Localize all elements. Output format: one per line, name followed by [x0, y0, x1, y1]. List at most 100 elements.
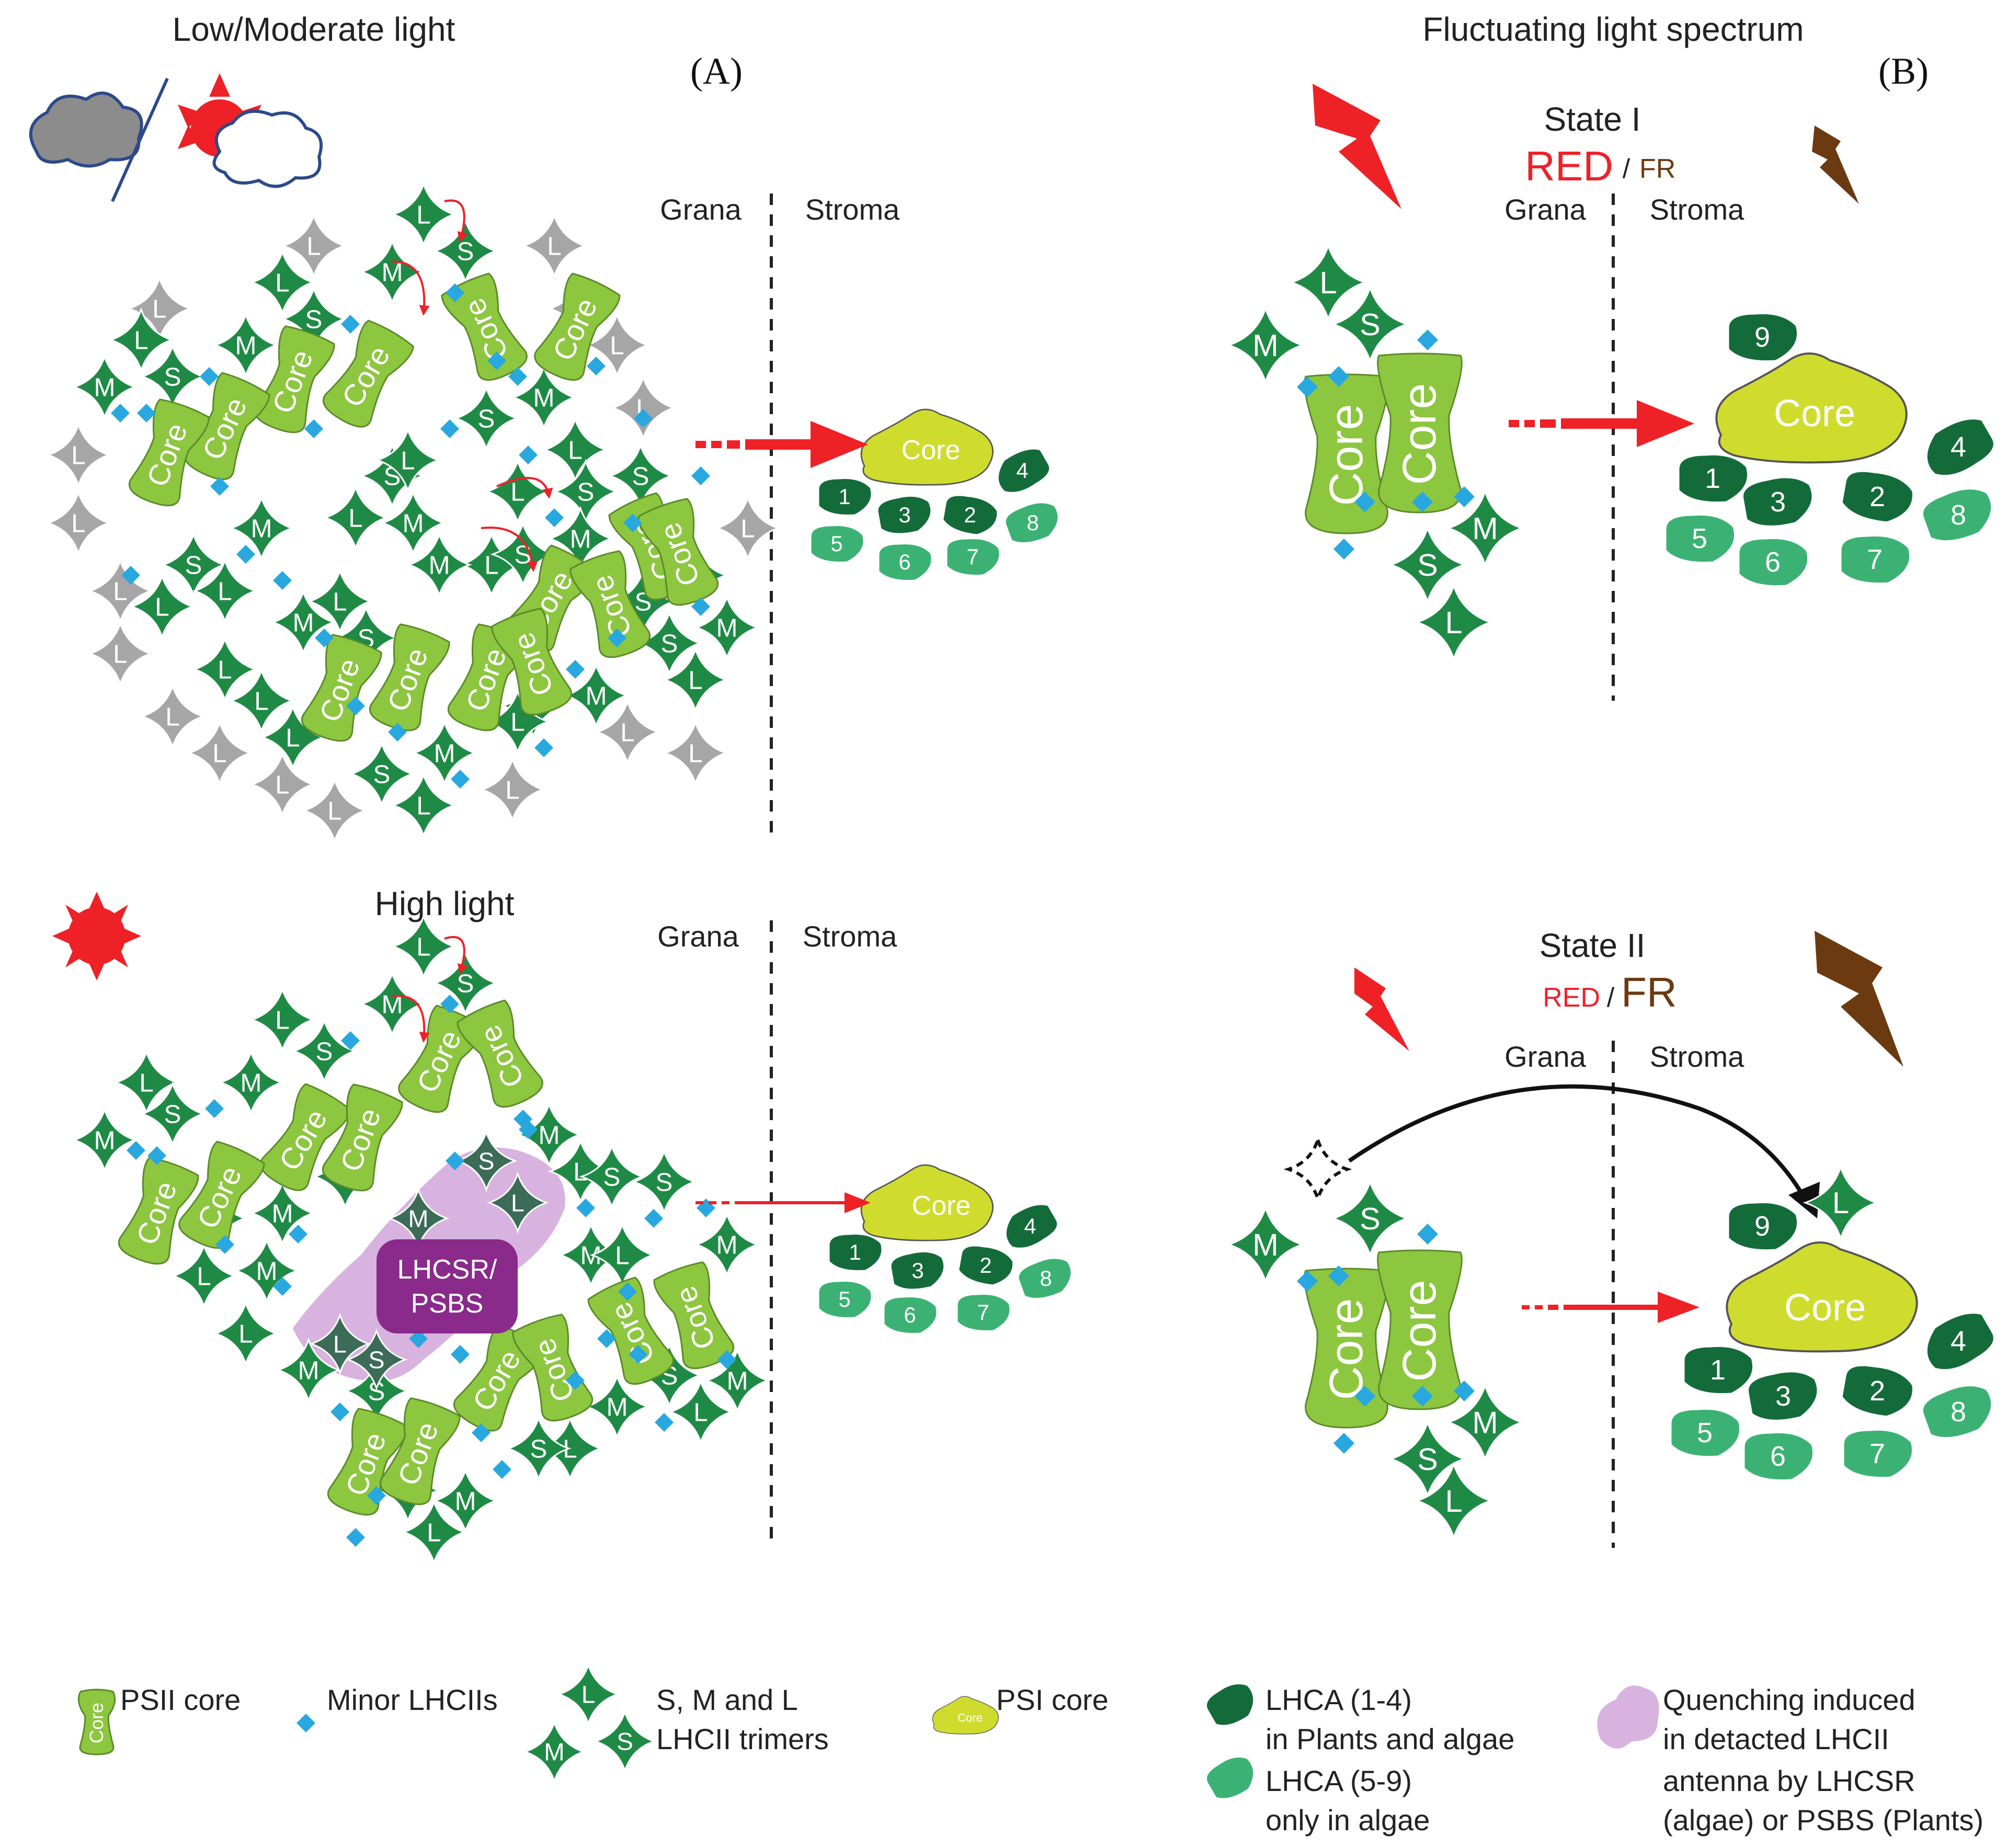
trimer-label: L: [693, 1398, 708, 1427]
trimer-label: S: [478, 404, 495, 433]
minor-lhcii: [346, 697, 365, 715]
lhca-number: 4: [1016, 458, 1028, 483]
trimer-label: L: [1445, 605, 1462, 640]
minor-lhcii: [289, 1225, 307, 1244]
lhcii-trimer-L: L: [1289, 243, 1367, 322]
psi-core-label: Core: [902, 435, 961, 465]
lhcii-trimer-L: L: [309, 1313, 371, 1375]
lhcii-trimer-L: L: [556, 1662, 620, 1726]
lhca-1: 1: [817, 477, 873, 516]
trimer-label: M: [381, 990, 403, 1019]
trimer-label: L: [113, 640, 127, 668]
minor-lhcii: [440, 995, 459, 1013]
lhca-: [1205, 1683, 1255, 1727]
lhcii-trimer-M: M: [563, 663, 629, 728]
minor-lhcii: [1454, 486, 1475, 507]
lhcii-trimer-S: S: [161, 532, 226, 598]
lhcii-trimer-L: L: [213, 1301, 279, 1366]
trimer-label: L: [1445, 1484, 1462, 1519]
lhcii-trimer-M: M: [276, 1337, 341, 1403]
cloud-icon: [29, 92, 143, 168]
lhca-7: 7: [956, 1293, 1011, 1332]
migration-arrow: [1348, 1084, 1806, 1199]
lightning-brown-large-icon: [1815, 931, 1903, 1067]
transfer-arrow: [481, 527, 538, 572]
state-1-slash: /: [1623, 154, 1630, 184]
lhca-number: 8: [1040, 1266, 1052, 1291]
trimer-label: L: [740, 514, 755, 543]
lhca-2: 2: [1841, 1364, 1914, 1418]
minor-lhcii: [691, 466, 710, 485]
trimer-label: S: [1417, 547, 1438, 583]
minor-lhcii: [341, 1031, 360, 1050]
lhcii-trimer-S: S: [453, 385, 519, 451]
lhcii-trimer-L: L: [249, 987, 315, 1053]
psii-core: Core: [77, 1689, 116, 1755]
trimer-label: L: [275, 1006, 289, 1034]
lhca-number: 7: [977, 1300, 989, 1325]
trimer-label: L: [416, 791, 430, 820]
legend-psi-core: PSI core: [996, 1683, 1109, 1716]
energy-arrow-a1: [695, 421, 868, 468]
trimer-label: L: [688, 739, 702, 768]
trimer-label: L: [511, 1189, 524, 1216]
legend-quench-1: Quenching induced: [1663, 1683, 1915, 1716]
lhca-3: 3: [876, 495, 932, 535]
trimer-label: M: [428, 551, 450, 579]
minor-lhcii: [273, 571, 292, 590]
stroma-label-a1: Stroma: [805, 193, 900, 226]
lightning-red-large-icon: [1313, 84, 1401, 209]
minor-lhcii: [597, 1329, 616, 1348]
trimer-label: L: [327, 796, 341, 825]
minor-lhcii: [576, 1199, 595, 1217]
transfer-arrow: [444, 936, 468, 975]
trimer-label: L: [348, 504, 362, 532]
lhcii-trimer-M: M: [694, 1212, 760, 1277]
lhcii-trimer-S: S: [1388, 526, 1467, 604]
lhca-9: 9: [1727, 312, 1799, 362]
minor-lhcii: [566, 1371, 585, 1390]
lhca-number: 3: [898, 503, 910, 527]
legend-lhca59-1: LHCA (5-9): [1265, 1764, 1412, 1797]
lhcii-trimer-M: M: [270, 589, 336, 655]
trimer-label: M: [235, 331, 256, 360]
lhcii-trimer-L: L: [485, 689, 551, 755]
trimer-label: M: [94, 373, 115, 402]
lhcii-trimer-L: L: [129, 574, 195, 640]
lhcii-trimer-S: S: [1331, 1179, 1409, 1258]
minor-lhcii: [451, 1345, 470, 1364]
grana-label-a1: Grana: [660, 193, 742, 226]
trimer-label: S: [656, 1168, 673, 1196]
minor-lhcii: [655, 1413, 674, 1432]
lhcii-trimer-L: L: [401, 1499, 467, 1565]
minor-lhcii: [446, 283, 464, 302]
minor-lhcii: [1417, 1224, 1438, 1245]
lhca-number: 5: [838, 1287, 850, 1311]
psi-core-b1: [1715, 352, 1908, 464]
trimer-label: S: [164, 1100, 181, 1128]
minor-lhcii: [545, 508, 564, 527]
lhcii-trimer-M: M: [412, 720, 477, 786]
trimer-label: L: [505, 775, 519, 804]
lhcii-trimer-L: L: [663, 720, 728, 786]
legend-lhca14-1: LHCA (1-4): [1265, 1683, 1412, 1716]
minor-lhcii: [137, 404, 156, 423]
minor-lhcii: [508, 367, 527, 386]
lhca-number: 8: [1951, 1396, 1966, 1428]
trimer-label: S: [373, 760, 391, 789]
lhcii-trimer-L: L: [108, 307, 174, 373]
stroma-label-a2: Stroma: [803, 920, 897, 953]
lhcii-trimer-L: L: [281, 213, 347, 279]
lhca-number: 5: [1697, 1417, 1713, 1448]
lhca-6: 6: [877, 543, 933, 581]
lhca-number: 5: [830, 531, 842, 556]
minor-lhcii: [1354, 492, 1375, 512]
lhca-number: 7: [966, 544, 978, 569]
psi-core-label: Core: [912, 1191, 971, 1221]
title-low-moderate: Low/Moderate light: [173, 10, 455, 48]
trimer-label: L: [286, 723, 300, 752]
lhcii-trimer-M: M: [694, 595, 760, 660]
trimer-label: L: [1319, 265, 1337, 300]
psi-core-a1: [860, 408, 994, 486]
trimer-label: M: [1252, 328, 1279, 363]
